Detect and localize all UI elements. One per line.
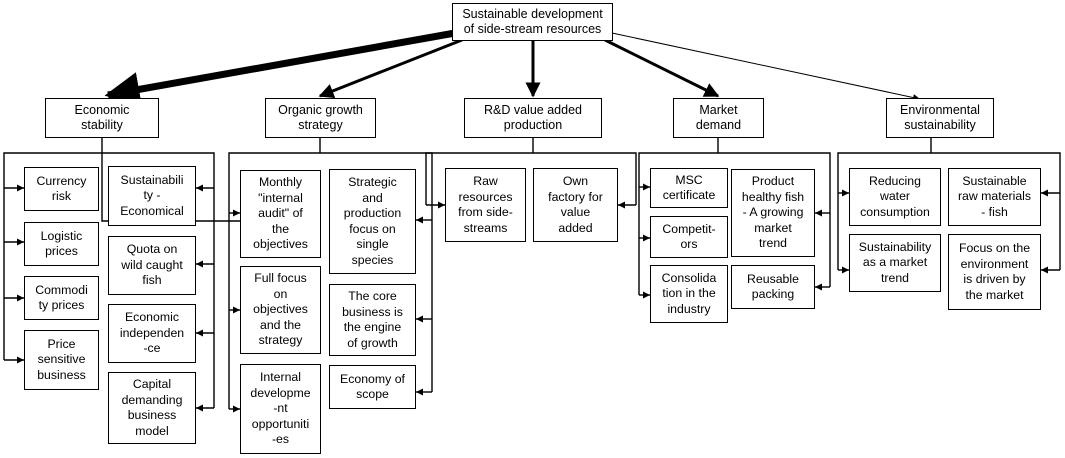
item-reducing-water-consumption: Reducing water consumption [849,168,941,226]
item-reusable-packing: Reusable packing [731,265,815,309]
item-label: Raw resources from side- streams [458,174,513,235]
item-label: Quota on wild caught fish [121,242,183,288]
item-focus-environment-driven-by-market: Focus on the environment is driven by th… [948,234,1041,310]
item-label: Full focus on objectives and the strateg… [253,271,308,348]
item-economy-of-scope: Economy of scope [329,365,416,409]
root-node: Sustainable development of side-stream r… [452,3,613,41]
rnd-bracket [425,138,637,205]
root-to-environment-arrow [611,32,921,101]
item-label: Reusable packing [747,271,799,302]
item-sustainable-raw-materials-fish: Sustainable raw materials - fish [948,168,1041,226]
category-economic-stability: Economic stability [45,98,159,138]
market-bracket [638,138,831,295]
item-label: Own factory for value added [548,174,603,235]
category-label: R&D value added production [484,102,582,133]
item-label: MSC certificate [662,172,716,203]
item-label: Competit- ors [662,221,716,252]
item-label: Internal developme -nt opportuniti -es [250,370,311,447]
item-logistic-prices: Logistic prices [24,222,99,266]
category-label: Market demand [695,102,742,133]
item-capital-demanding-business-model: Capital demanding business model [108,372,196,444]
item-label: Commodi ty prices [35,282,88,313]
category-market-demand: Market demand [673,98,764,138]
item-label: Focus on the environment is driven by th… [958,241,1031,302]
item-core-business-engine: The core business is the engine of growt… [329,284,416,356]
category-environmental-sustainability: Environmental sustainability [886,98,994,138]
item-quota-wild-caught-fish: Quota on wild caught fish [108,236,196,295]
economic-bracket [3,138,215,408]
item-msc-certificate: MSC certificate [650,168,728,208]
item-label: Monthly "internal audit" of the objectiv… [253,175,308,252]
item-own-factory-value-added: Own factory for value added [533,168,618,242]
item-commodity-prices: Commodi ty prices [24,276,99,320]
root-to-organic-arrow [318,38,463,99]
item-label: Reducing water consumption [860,173,930,219]
category-label: Environmental sustainability [900,102,980,133]
environment-bracket [837,138,1061,270]
item-full-focus-objectives: Full focus on objectives and the strateg… [240,266,321,354]
category-label: Economic stability [74,102,130,133]
item-label: Economic independen -ce [119,310,185,356]
item-label: Sustainable raw materials - fish [957,173,1032,219]
item-sustainability-economical: Sustainabili ty - Economical [108,166,196,226]
item-label: Sustainabili ty - Economical [120,172,184,218]
item-label: Currency risk [36,173,87,204]
item-label: Product healthy fish - A growing market … [741,174,805,251]
item-price-sensitive-business: Price sensitive business [24,330,99,390]
category-rnd-value-added: R&D value added production [464,98,602,138]
item-label: Economy of scope [340,371,405,402]
root-to-market-arrow [604,38,720,98]
item-competitors: Competit- ors [650,216,728,258]
item-label: Consolida tion in the industry [661,270,717,316]
item-label: Price sensitive business [37,336,86,382]
item-sustainability-market-trend: Sustainability as a market trend [849,234,941,292]
root-to-economic-arrow [104,29,456,107]
item-internal-development-opportunities: Internal developme -nt opportuniti -es [240,364,321,454]
item-economic-independence: Economic independen -ce [108,304,196,363]
item-raw-resources-side-streams: Raw resources from side- streams [445,168,526,242]
item-label: Sustainability as a market trend [858,239,932,285]
item-label: The core business is the engine of growt… [342,289,403,350]
item-strategic-production-focus: Strategic and production focus on single… [329,169,416,274]
root-node-label: Sustainable development of side-stream r… [462,6,603,37]
category-label: Organic growth strategy [278,102,363,133]
category-organic-growth-strategy: Organic growth strategy [265,98,376,138]
item-monthly-internal-audit: Monthly "internal audit" of the objectiv… [240,170,321,258]
item-consolidation-industry: Consolida tion in the industry [650,265,728,323]
item-label: Logistic prices [40,228,83,259]
item-product-healthy-fish: Product healthy fish - A growing market … [731,169,815,257]
item-currency-risk: Currency risk [24,167,99,211]
item-label: Strategic and production focus on single… [343,175,402,267]
item-label: Capital demanding business model [121,377,183,438]
